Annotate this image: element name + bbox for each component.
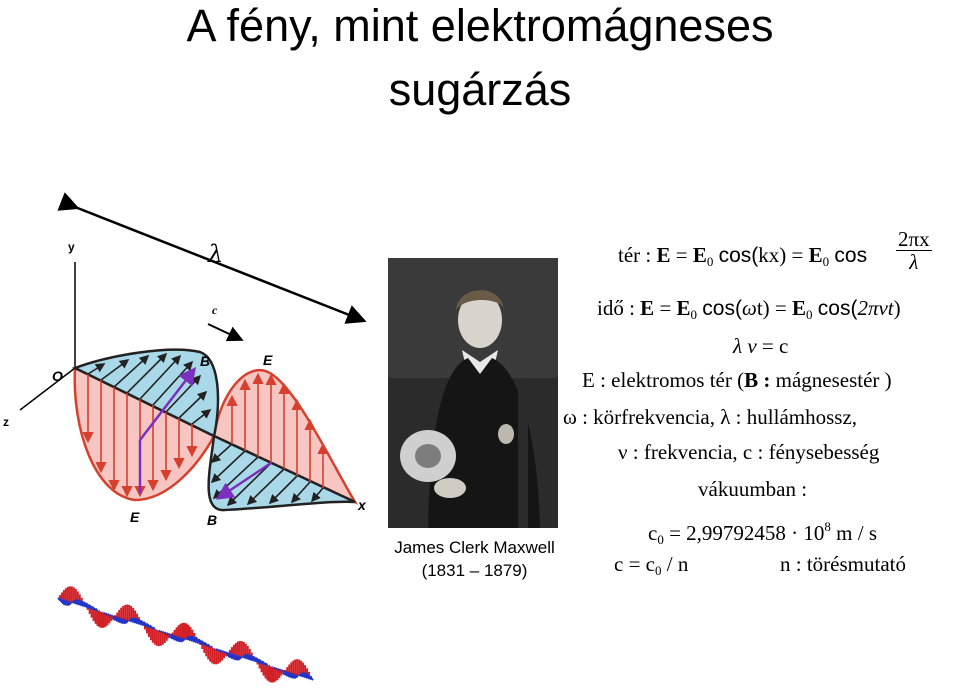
y-label: y bbox=[68, 240, 75, 254]
purple-vector-3 bbox=[215, 461, 272, 500]
refractive-index-label: n : törésmutató bbox=[780, 552, 906, 576]
helix-blue-stroke bbox=[270, 665, 273, 669]
e-label-bottom: E bbox=[130, 509, 140, 525]
portrait-caption-years: (1831 – 1879) bbox=[421, 561, 528, 580]
line-nu: ν : frekvencia, c : fénysebesség bbox=[618, 440, 880, 464]
helix-blue-stroke bbox=[268, 664, 271, 667]
helix-blue-stroke bbox=[94, 607, 99, 612]
helix-blue-stroke bbox=[152, 626, 156, 630]
portrait-caption-name: James Clerk Maxwell bbox=[394, 538, 555, 557]
helix-blue-stroke bbox=[206, 643, 211, 648]
b-label-bottom: B bbox=[207, 512, 217, 528]
helix-blue-stroke bbox=[126, 619, 130, 623]
helix-blue-stroke bbox=[100, 611, 103, 614]
helix-blue-stroke bbox=[305, 672, 314, 681]
helix-blue-stroke bbox=[210, 645, 213, 649]
wavelength-arrow bbox=[57, 192, 367, 324]
equation-time: idő : E = E0 cos(ωt) = E0 cos(2πνt) bbox=[597, 296, 901, 322]
line-omega: ω : körfrekvencia, λ : hullámhossz, bbox=[563, 405, 858, 429]
e-label-top: E bbox=[263, 352, 273, 368]
x-label: x bbox=[357, 497, 367, 513]
c-label: c bbox=[212, 303, 218, 317]
page-title-line1: A fény, mint elektromágneses bbox=[186, 0, 774, 51]
z-axis bbox=[19, 367, 76, 411]
equation-fraction: 2πx λ bbox=[896, 227, 932, 274]
helix-blue-stroke bbox=[264, 662, 269, 667]
equation-lambda-nu: λ ν = c bbox=[733, 334, 789, 358]
purple-vector-1 bbox=[139, 367, 197, 441]
equation-c-n: c = c0 / n bbox=[614, 552, 689, 578]
helix-blue-stroke bbox=[149, 624, 154, 630]
page-title-line2: sugárzás bbox=[388, 64, 572, 115]
lambda-label: λ bbox=[207, 240, 223, 268]
propagation-arrow bbox=[207, 323, 244, 342]
b-label-top: B bbox=[200, 353, 210, 369]
magnetic-field-lobe-2 bbox=[207, 434, 356, 512]
helix-blue-stroke bbox=[296, 674, 300, 677]
wave-helix-illustration bbox=[57, 586, 314, 683]
equation-c0: c0 = 2,99792458 · 108 m / s bbox=[648, 519, 878, 547]
o-label: O bbox=[52, 368, 63, 384]
em-wave-diagram: λ c y z x O B E E B bbox=[3, 192, 367, 528]
maxwell-portrait bbox=[388, 258, 558, 528]
equation-space: tér : E = E0 cos(kx) = E0 cos bbox=[618, 243, 868, 269]
line-e-field: E : elektromos tér (B : mágnesestér ) bbox=[582, 368, 892, 392]
z-label: z bbox=[3, 415, 9, 429]
helix-blue-stroke bbox=[98, 609, 101, 613]
line-vacuum: vákuumban : bbox=[698, 477, 808, 501]
